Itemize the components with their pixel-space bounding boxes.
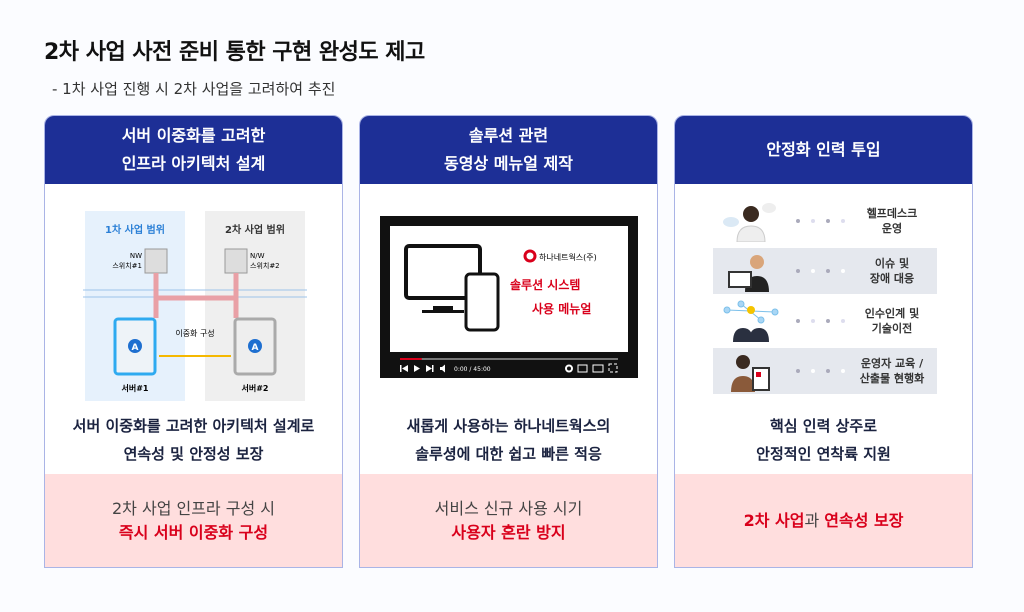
card-description: 핵심 인력 상주로 안정적인 연착륙 지원	[675, 412, 972, 468]
server1-label: 서버#1	[122, 383, 149, 393]
card-header: 서버 이중화를 고려한 인프라 아키텍처 설계	[45, 116, 342, 184]
card-footer: 2차 사업과 연속성 보장	[675, 474, 972, 567]
dots-icon	[796, 369, 845, 373]
network-handover-icon	[723, 300, 779, 342]
card-header-line: 안정화 인력 투입	[766, 140, 881, 159]
card-header-line: 서버 이중화를 고려한	[121, 126, 266, 145]
card-header-line: 솔루션 관련	[468, 126, 549, 145]
card-description: 새롭게 사용하는 하나네트웍스의 솔루셩에 대한 쉽고 빠른 적응	[360, 412, 657, 468]
row-label: 기술이전	[871, 322, 913, 335]
video-title-line: 사용 메뉴얼	[532, 301, 591, 316]
desc-line: 핵심 인력 상주로	[769, 417, 878, 435]
row-label: 산출물 현행화	[859, 372, 925, 385]
card-video-manual: 솔루션 관련 동영상 메뉴얼 제작 하나네트웍스(주) 솔루션 시스템 사용 메…	[359, 115, 658, 568]
switch2-label: 스위치#2	[250, 261, 280, 270]
desc-line: 새롭게 사용하는 하나네트웍스의	[406, 417, 611, 435]
card-footer: 서비스 신규 사용 시기 사용자 혼란 방지	[360, 474, 657, 567]
helpdesk-person-icon	[723, 203, 776, 242]
switch1-label: 스위치#1	[112, 261, 142, 270]
desc-line: 서버 이중화를 고려한 아키텍처 설계로	[72, 417, 315, 435]
card-description: 서버 이중화를 고려한 아키텍처 설계로 연속성 및 안정성 보장	[45, 412, 342, 468]
card-footer: 2차 사업 인프라 구성 시 즉시 서버 이중화 구성	[45, 474, 342, 567]
footer-text: 2차 사업 인프라 구성 시	[111, 498, 275, 518]
settings-icon[interactable]	[565, 364, 573, 373]
list-item: 운영자 교육 / 산출물 현행화	[713, 348, 937, 394]
footer-text: 과	[804, 510, 825, 530]
app-badge: A	[132, 343, 139, 353]
dots-icon	[796, 219, 845, 223]
support-person-icon	[728, 255, 769, 292]
card-server-redundancy: 서버 이중화를 고려한 인프라 아키텍처 설계 1차 사업 범위 2차 사업 범…	[44, 115, 343, 568]
footer-highlight: 즉시 서버 이중화 구성	[118, 522, 269, 542]
desc-line: 솔루셩에 대한 쉽고 빠른 적응	[415, 445, 602, 463]
dots-icon	[796, 269, 845, 273]
row-label: 운영	[881, 222, 903, 235]
switch1-label: NW	[130, 252, 142, 260]
switch1-icon	[144, 248, 168, 274]
next-icon[interactable]	[426, 365, 434, 372]
dots-icon	[796, 319, 845, 323]
page-subtitle: - 1차 사업 진행 시 2차 사업을 고려하여 추진	[52, 80, 336, 98]
card-header-line: 동영상 메뉴얼 제작	[444, 154, 573, 173]
prev-icon[interactable]	[400, 365, 408, 372]
video-title-line: 솔루션 시스템	[510, 277, 580, 292]
card-header: 솔루션 관련 동영상 메뉴얼 제작	[360, 116, 657, 184]
switch2-icon	[224, 248, 248, 274]
footer-highlight: 2차 사업	[743, 510, 805, 530]
card-header: 안정화 인력 투입	[675, 116, 972, 184]
row-label: 이슈 및	[874, 257, 910, 270]
progress-track[interactable]	[400, 358, 618, 360]
scope1-label: 1차 사업 범위	[105, 223, 165, 236]
progress-fill	[400, 358, 422, 360]
phone-icon	[464, 272, 500, 332]
row-label: 헬프데스크	[866, 207, 918, 220]
app-badge: A	[252, 343, 259, 353]
switch2-label: N/W	[250, 252, 265, 260]
desc-line: 안정적인 연착륙 지원	[756, 445, 891, 463]
theater-icon[interactable]	[592, 364, 604, 373]
row-label: 장애 대응	[869, 272, 915, 285]
row-label: 운영자 교육 /	[860, 357, 924, 370]
footer-highlight: 연속성 보장	[824, 510, 904, 530]
volume-icon[interactable]	[440, 364, 445, 373]
monitor-icon	[404, 244, 482, 300]
video-time: 0:00 / 45:00	[454, 366, 491, 373]
card-header-line: 인프라 아키텍처 설계	[121, 154, 266, 173]
desc-line: 연속성 및 안정성 보장	[123, 445, 264, 463]
fullscreen-icon[interactable]	[608, 363, 618, 373]
trainer-person-icon	[731, 355, 770, 392]
brand-logo-icon	[523, 249, 537, 263]
play-icon[interactable]	[414, 365, 420, 372]
server2-label: 서버#2	[242, 383, 269, 393]
redundancy-label: 이중화 구성	[175, 328, 214, 338]
row-label: 인수인계 및	[864, 307, 920, 320]
video-player[interactable]: 하나네트웍스(주) 솔루션 시스템 사용 메뉴얼 0:00 / 45:00	[360, 206, 657, 406]
footer-text: 서비스 신규 사용 시기	[434, 498, 583, 518]
brand-name: 하나네트웍스(주)	[539, 252, 597, 262]
redundancy-diagram: 1차 사업 범위 2차 사업 범위 NW 스위치#1 N/W 스위치#2 A A…	[45, 206, 342, 406]
page-title: 2차 사업 사전 준비 통한 구현 완성도 제고	[44, 40, 425, 65]
footer-highlight: 사용자 혼란 방지	[451, 522, 566, 542]
miniplayer-icon[interactable]	[577, 364, 588, 373]
scope2-label: 2차 사업 범위	[225, 223, 285, 236]
